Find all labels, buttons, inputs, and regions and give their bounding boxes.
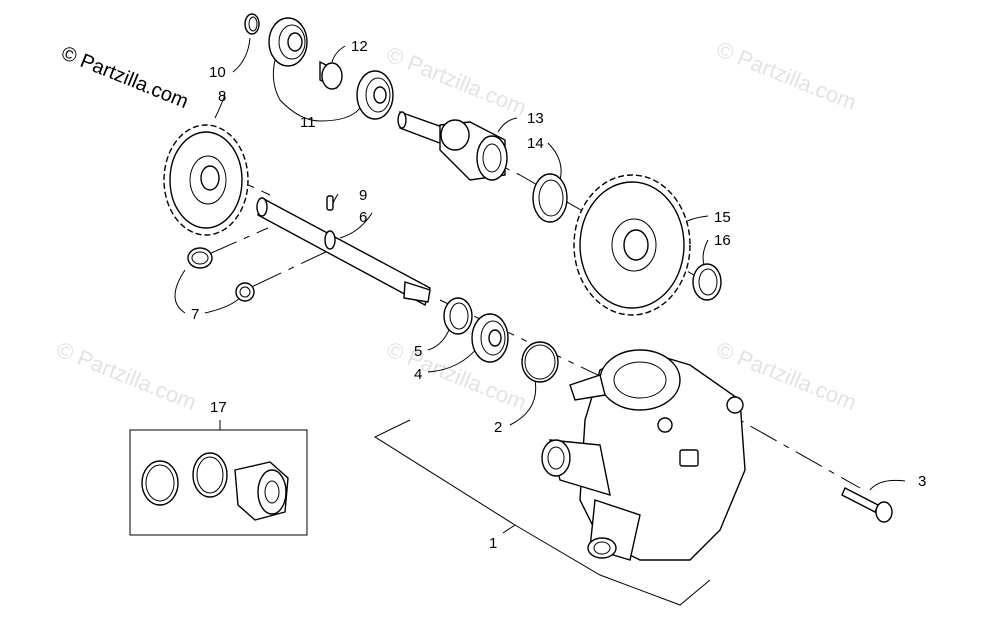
- callout-15: 15: [714, 209, 731, 226]
- pin-9: [326, 195, 334, 211]
- callout-1: 1: [489, 535, 497, 552]
- axis-lines: [199, 119, 861, 489]
- bolt-3: [841, 487, 893, 523]
- circlip-14: [532, 173, 568, 223]
- circlip-5: [443, 297, 473, 335]
- watermark-faint-3: © Partzilla.com: [53, 336, 200, 415]
- watermark-faint-1: © Partzilla.com: [383, 41, 530, 120]
- callout-12: 12: [351, 38, 368, 55]
- callout-3: 3: [918, 473, 926, 490]
- kit-box-frame: [129, 429, 308, 536]
- callout-6: 6: [359, 209, 367, 226]
- o-ring-2: [521, 341, 559, 383]
- shaft-6: [256, 196, 431, 307]
- bearing-4: [471, 313, 509, 363]
- gear-15: [573, 174, 691, 316]
- callout-9: 9: [359, 187, 367, 204]
- callout-8: 8: [218, 88, 226, 105]
- circlip-10: [244, 13, 260, 35]
- bearing-11-right: [356, 70, 394, 120]
- watermark-main: © Partzilla.com: [58, 42, 191, 113]
- watermark-faint-4: © Partzilla.com: [383, 336, 530, 415]
- callout-10: 10: [209, 64, 226, 81]
- bushing-12: [319, 60, 343, 90]
- shaft-13: [397, 111, 508, 181]
- circlip-7b: [235, 282, 255, 302]
- circlip-16: [692, 263, 722, 301]
- callout-11: 11: [300, 114, 316, 131]
- circlip-7a: [187, 247, 213, 269]
- callout-14: 14: [527, 135, 544, 152]
- bearing-11-left: [268, 17, 308, 67]
- callout-2: 2: [494, 419, 502, 436]
- callout-7: 7: [191, 306, 199, 323]
- callout-16: 16: [714, 232, 731, 249]
- callout-5: 5: [414, 343, 422, 360]
- callout-4: 4: [414, 366, 422, 383]
- seal-kit-17: [129, 429, 308, 536]
- watermark-faint-2: © Partzilla.com: [713, 36, 860, 115]
- gear-8: [163, 124, 249, 236]
- callout-labels: 1 2 3 4 5 6 7 8 9 10 11 12 13 14 15 16 1…: [191, 38, 926, 552]
- callout-13: 13: [527, 110, 544, 127]
- callout-17: 17: [210, 399, 227, 416]
- pump-housing-1: [541, 349, 746, 561]
